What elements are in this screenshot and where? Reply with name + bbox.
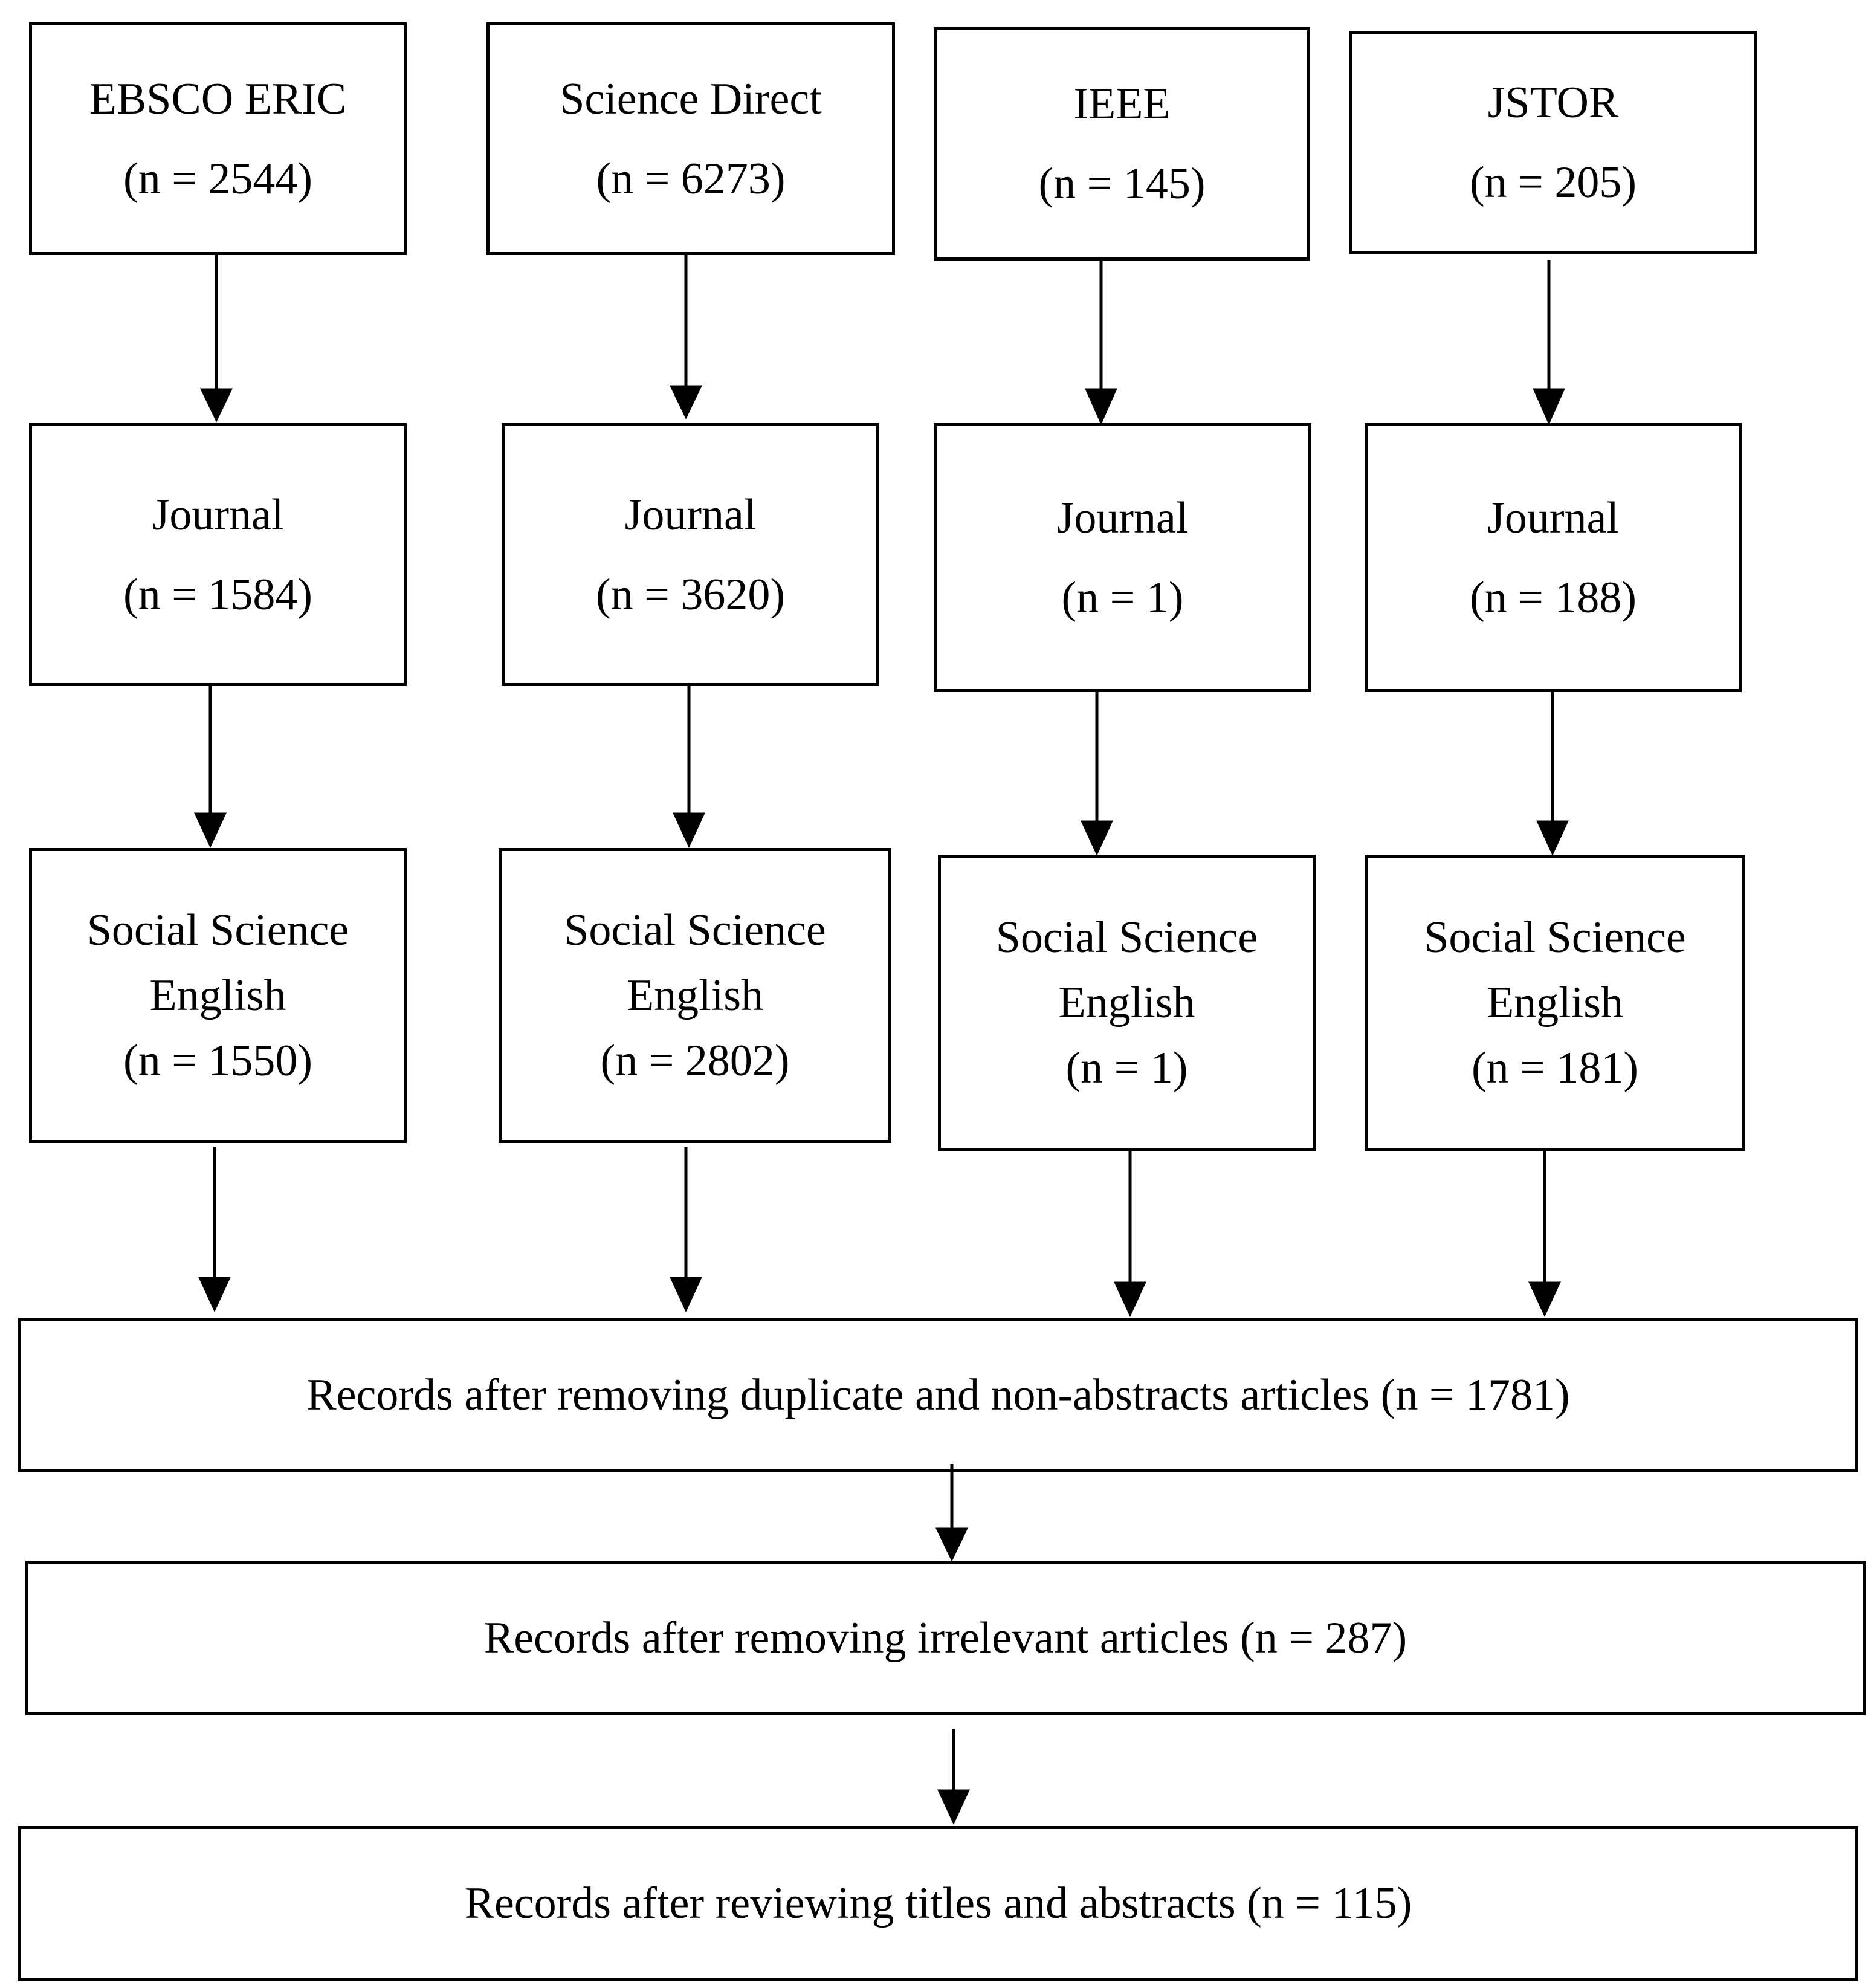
social-english-count: (n = 1) — [1065, 1043, 1188, 1093]
journal-box-ieee: Journal (n = 1) — [934, 423, 1311, 692]
source-count: (n = 145) — [1038, 159, 1206, 209]
arrow-jstor-to-journal — [1533, 260, 1565, 426]
source-name: JSTOR — [1487, 78, 1619, 128]
source-box-science-direct: Science Direct (n = 6273) — [486, 22, 895, 255]
language-label: English — [149, 971, 286, 1020]
step-box-remove-irrelevant: Records after removing irrelevant articl… — [25, 1561, 1866, 1715]
social-english-count: (n = 181) — [1471, 1043, 1639, 1093]
source-box-jstor: JSTOR (n = 205) — [1349, 31, 1757, 254]
journal-box-ebsco-eric: Journal (n = 1584) — [29, 423, 407, 686]
journal-label: Journal — [152, 490, 284, 540]
journal-count: (n = 188) — [1469, 572, 1637, 623]
source-count: (n = 2544) — [123, 154, 313, 204]
arrow-jstor-social-to-records — [1528, 1151, 1561, 1317]
language-label: English — [1058, 978, 1195, 1028]
arrow-irrelevant-to-review — [937, 1729, 970, 1825]
journal-count: (n = 1584) — [123, 569, 313, 620]
source-box-ebsco-eric: EBSCO ERIC (n = 2544) — [29, 22, 407, 255]
arrow-ebsco-social-to-records — [198, 1147, 231, 1312]
journal-label: Journal — [1487, 493, 1619, 543]
social-english-count: (n = 1550) — [123, 1036, 313, 1086]
arrow-sciencedirect-journal-to-social — [673, 686, 705, 848]
source-name: IEEE — [1073, 79, 1171, 129]
social-english-count: (n = 2802) — [600, 1036, 790, 1086]
step-box-remove-duplicates: Records after removing duplicate and non… — [18, 1318, 1858, 1472]
journal-count: (n = 3620) — [595, 569, 786, 620]
social-english-box-ebsco-eric: Social Science English (n = 1550) — [29, 848, 407, 1143]
arrow-ieee-social-to-records — [1114, 1151, 1146, 1317]
journal-label: Journal — [1056, 493, 1189, 543]
social-english-box-science-direct: Social Science English (n = 2802) — [499, 848, 891, 1143]
arrow-ieee-to-journal — [1085, 261, 1117, 426]
subject-label: Social Science — [1424, 913, 1686, 962]
journal-box-jstor: Journal (n = 188) — [1365, 423, 1742, 692]
subject-label: Social Science — [564, 905, 826, 955]
language-label: English — [626, 971, 764, 1020]
subject-label: Social Science — [995, 913, 1258, 962]
arrow-duplicates-to-irrelevant — [935, 1464, 968, 1562]
arrow-jstor-journal-to-social — [1536, 692, 1569, 856]
source-count: (n = 6273) — [596, 154, 786, 204]
arrow-ebsco-to-journal — [200, 255, 233, 423]
social-english-box-ieee: Social Science English (n = 1) — [938, 855, 1316, 1151]
step-box-review-titles-abstracts: Records after reviewing titles and abstr… — [18, 1826, 1858, 1981]
subject-label: Social Science — [86, 905, 349, 955]
arrow-ebsco-journal-to-social — [194, 686, 227, 848]
arrow-sciencedirect-social-to-records — [670, 1147, 702, 1312]
arrow-sciencedirect-to-journal — [670, 255, 702, 419]
arrow-ieee-journal-to-social — [1081, 692, 1113, 856]
source-count: (n = 205) — [1469, 158, 1637, 207]
language-label: English — [1486, 978, 1624, 1028]
source-name: EBSCO ERIC — [89, 74, 347, 124]
step-text: Records after removing irrelevant articl… — [483, 1613, 1407, 1663]
source-box-ieee: IEEE (n = 145) — [934, 27, 1310, 261]
step-text: Records after removing duplicate and non… — [306, 1370, 1570, 1420]
step-text: Records after reviewing titles and abstr… — [464, 1879, 1412, 1928]
journal-label: Journal — [624, 490, 757, 540]
journal-box-science-direct: Journal (n = 3620) — [502, 423, 879, 686]
source-name: Science Direct — [560, 74, 822, 124]
journal-count: (n = 1) — [1061, 572, 1184, 623]
social-english-box-jstor: Social Science English (n = 181) — [1365, 855, 1745, 1151]
